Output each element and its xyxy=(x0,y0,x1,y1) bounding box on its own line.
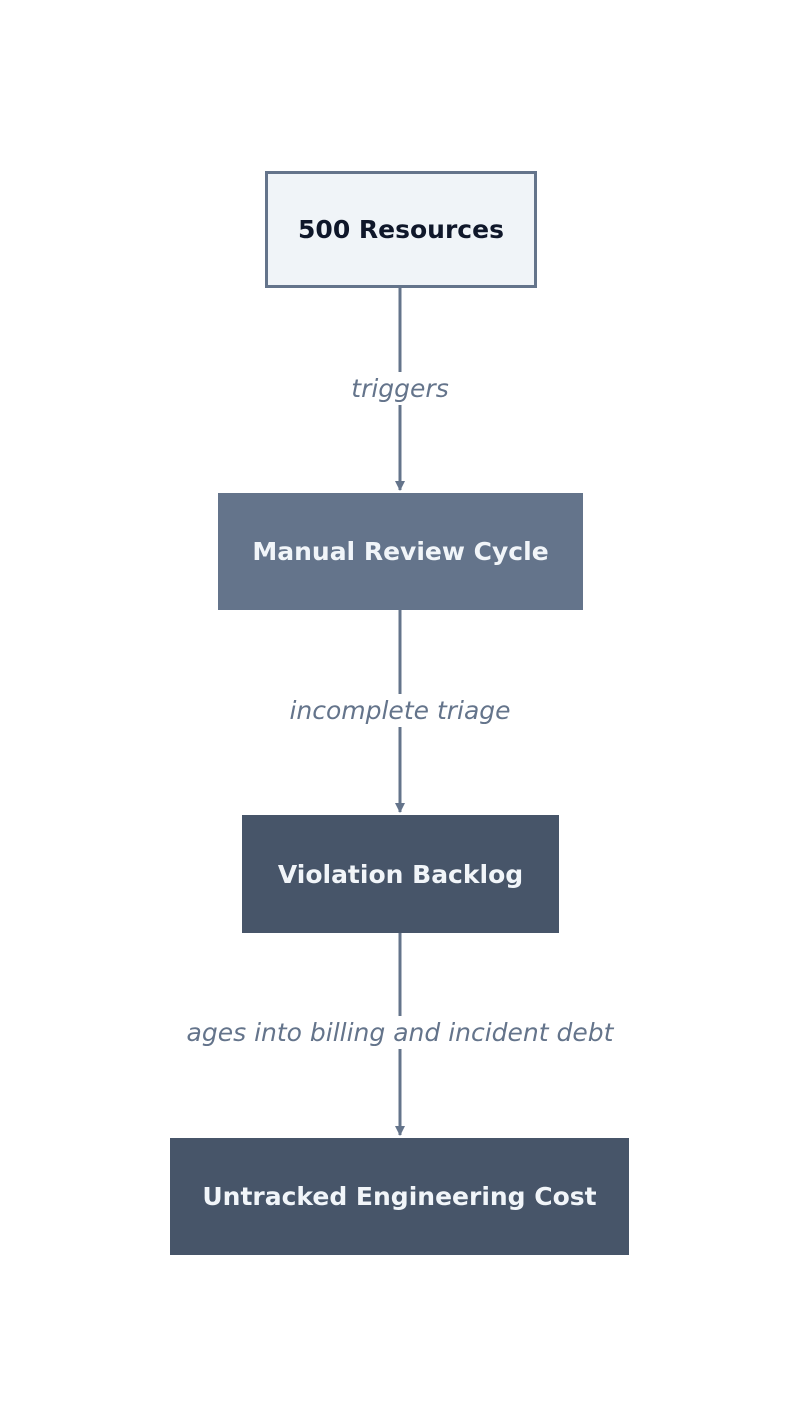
node-manual-review-cycle: Manual Review Cycle xyxy=(218,493,583,610)
node-500-resources: 500 Resources xyxy=(265,171,537,288)
node-violation-backlog: Violation Backlog xyxy=(242,815,559,933)
node-label: Untracked Engineering Cost xyxy=(202,1182,597,1211)
node-label: Violation Backlog xyxy=(277,859,524,889)
node-untracked-engineering-cost: Untracked Engineering Cost xyxy=(170,1138,629,1255)
node-label: 500 Resources xyxy=(298,215,504,244)
node-label: Manual Review Cycle xyxy=(252,537,549,566)
